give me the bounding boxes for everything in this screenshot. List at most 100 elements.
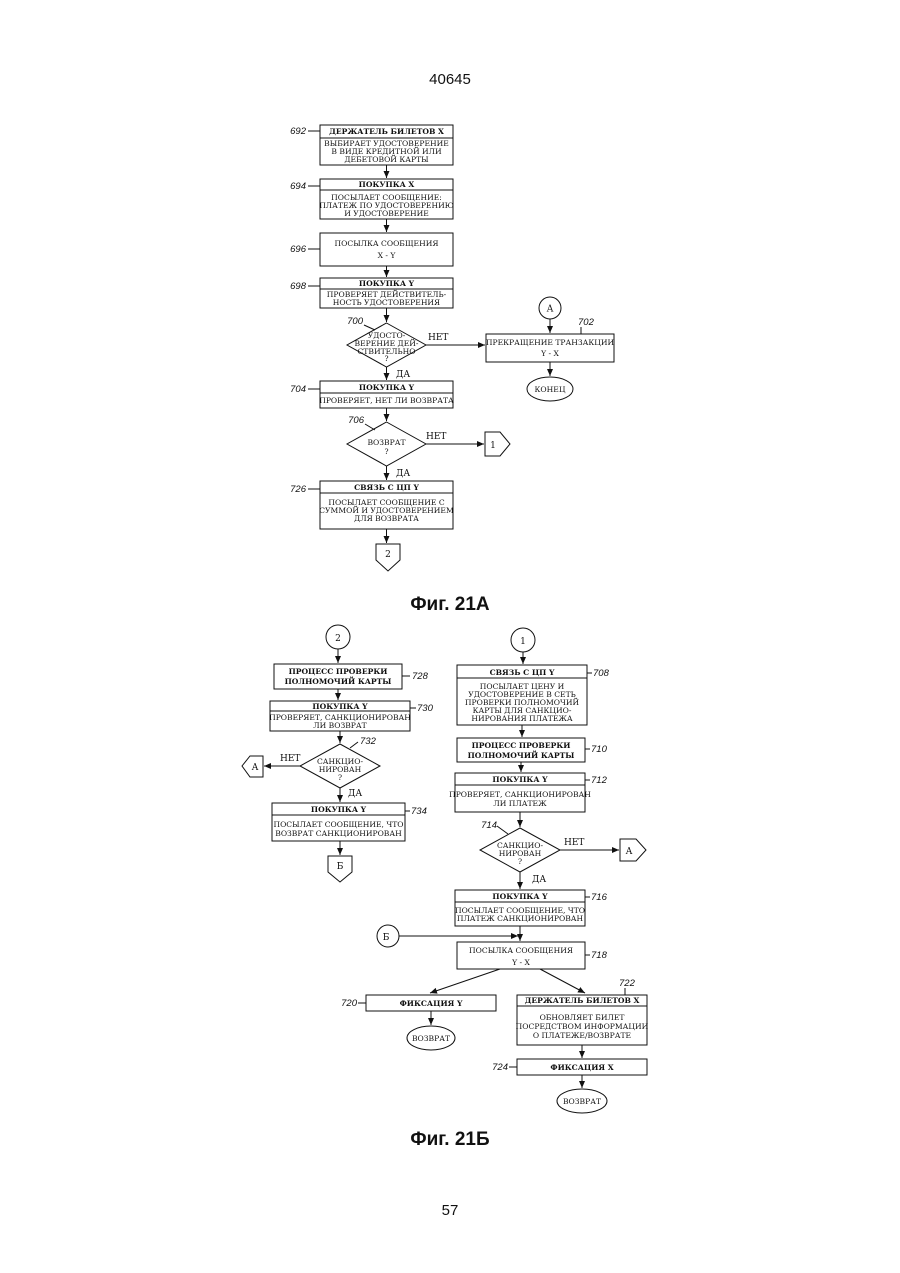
box-line: X - Y xyxy=(378,251,397,260)
box-line: Y - X xyxy=(540,349,559,358)
terminator-label: ВОЗВРАТ xyxy=(412,1034,450,1043)
decision-700: УДОСТО- ВЕРЕНИЕ ДЕЙ- СТВИТЕЛЬНО ? 700 xyxy=(347,316,426,367)
process-box-734: ПОКУПКА Y ПОСЫЛАЕТ СООБЩЕНИЕ, ЧТО ВОЗВРА… xyxy=(272,803,427,841)
box-header: ПОКУПКА Y xyxy=(492,892,548,901)
ref-number: 712 xyxy=(591,775,608,786)
fig-21a: ДЕРЖАТЕЛЬ БИЛЕТОВ X ВЫБИРАЕТ УДОСТОВЕРЕН… xyxy=(290,125,614,571)
process-box-698: ПОКУПКА Y ПРОВЕРЯЕТ ДЕЙСТВИТЕЛЬ- НОСТЬ У… xyxy=(290,278,453,308)
connector-1-start: 1 xyxy=(511,628,535,652)
return-terminator-right: ВОЗВРАТ xyxy=(557,1089,607,1113)
connector-label: 1 xyxy=(520,637,526,647)
box-line: НОСТЬ УДОСТОВЕРЕНИЯ xyxy=(333,298,440,307)
box-line: ФИКСАЦИЯ X xyxy=(550,1063,613,1072)
ref-number: 730 xyxy=(417,703,434,714)
yes-label: ДА xyxy=(532,875,546,885)
box-header: ПОКУПКА X xyxy=(359,180,415,189)
ref-number: 722 xyxy=(619,978,636,989)
box-line: ПРОВЕРЯЕТ, САНКЦИОНИРОВАН xyxy=(449,790,591,799)
box-line: ПОСРЕДСТВОМ ИНФОРМАЦИИ xyxy=(516,1022,649,1031)
ref-number: 728 xyxy=(412,671,429,682)
connector-label: 1 xyxy=(490,441,496,451)
end-terminator: КОНЕЦ xyxy=(527,377,573,401)
ref-number: 714 xyxy=(481,820,497,831)
yes-label: ДА xyxy=(396,370,410,380)
ref-number: 710 xyxy=(591,744,608,755)
box-line: ВОЗВРАТ САНКЦИОНИРОВАН xyxy=(275,829,402,838)
ref-number: 716 xyxy=(591,892,608,903)
box-line: ПРОВЕРЯЕТ, НЕТ ЛИ ВОЗВРАТА xyxy=(319,396,454,405)
ref-number: 720 xyxy=(341,998,358,1009)
process-box-696: ПОСЫЛКА СООБЩЕНИЯ X - Y 696 xyxy=(290,233,453,266)
process-box-726: СВЯЗЬ С ЦП Y ПОСЫЛАЕТ СООБЩЕНИЕ С СУММОЙ… xyxy=(290,481,454,529)
no-label: НЕТ xyxy=(280,754,300,764)
box-line: ПЛАТЕЖ САНКЦИОНИРОВАН xyxy=(457,914,584,923)
box-header: ДЕРЖАТЕЛЬ БИЛЕТОВ X xyxy=(525,996,640,1005)
process-box-708: СВЯЗЬ С ЦП Y ПОСЫЛАЕТ ЦЕНУ И УДОСТОВЕРЕН… xyxy=(457,665,610,725)
box-header: ПОКУПКА Y xyxy=(359,383,415,392)
box-line: ПОСЫЛКА СООБЩЕНИЯ xyxy=(469,946,573,955)
connector-label: А xyxy=(547,305,554,315)
return-terminator-left: ВОЗВРАТ xyxy=(407,1026,455,1050)
box-header: СВЯЗЬ С ЦП Y xyxy=(490,668,555,677)
box-line: ПОЛНОМОЧИЙ КАРТЫ xyxy=(285,676,392,686)
connector-a-offpage-right: А xyxy=(620,839,646,861)
process-box-710: ПРОЦЕСС ПРОВЕРКИ ПОЛНОМОЧИЙ КАРТЫ 710 xyxy=(457,738,608,762)
box-header: ПОКУПКА Y xyxy=(492,775,548,784)
connector-label: 2 xyxy=(385,550,391,560)
process-box-720: ФИКСАЦИЯ Y 720 xyxy=(341,995,496,1011)
ref-number: 718 xyxy=(591,950,608,961)
ref-number: 692 xyxy=(290,126,307,137)
box-line: ДЕБЕТОВОЙ КАРТЫ xyxy=(344,155,429,164)
ref-number: 698 xyxy=(290,281,307,292)
ref-number: 700 xyxy=(347,316,364,327)
connector-2-offpage: 2 xyxy=(376,544,400,571)
decision-line: ВОЗВРАТ xyxy=(367,438,405,447)
process-box-716: ПОКУПКА Y ПОСЫЛАЕТ СООБЩЕНИЕ, ЧТО ПЛАТЕЖ… xyxy=(455,890,608,926)
no-label: НЕТ xyxy=(426,432,446,442)
terminator-label: ВОЗВРАТ xyxy=(563,1097,601,1106)
yes-label: ДА xyxy=(348,789,362,799)
process-box-718: ПОСЫЛКА СООБЩЕНИЯ Y - X 718 xyxy=(457,942,608,969)
connector-2-start: 2 xyxy=(326,625,350,649)
terminator-label: КОНЕЦ xyxy=(535,385,566,394)
connector-a: А xyxy=(539,297,561,319)
box-line: ФИКСАЦИЯ Y xyxy=(400,999,463,1008)
no-label: НЕТ xyxy=(428,333,448,343)
page-number: 57 xyxy=(0,1202,900,1219)
connector-label: Б xyxy=(383,933,390,943)
ref-number: 708 xyxy=(593,668,610,679)
box-line: ДЛЯ ВОЗВРАТА xyxy=(354,514,419,523)
box-line: ПРЕКРАЩЕНИЕ ТРАНЗАКЦИИ xyxy=(486,338,615,347)
box-line: ПОСЫЛАЕТ СООБЩЕНИЕ, ЧТО xyxy=(273,820,403,829)
process-box-724: ФИКСАЦИЯ X 724 xyxy=(492,1059,647,1075)
box-line: ПОЛНОМОЧИЙ КАРТЫ xyxy=(468,750,575,760)
process-box-712: ПОКУПКА Y ПРОВЕРЯЕТ, САНКЦИОНИРОВАН ЛИ П… xyxy=(449,773,607,812)
decision-line: ? xyxy=(518,857,522,866)
box-line: ПРОЦЕСС ПРОВЕРКИ xyxy=(289,667,388,676)
process-box-730: ПОКУПКА Y ПРОВЕРЯЕТ, САНКЦИОНИРОВАН ЛИ В… xyxy=(269,701,433,731)
box-header: ДЕРЖАТЕЛЬ БИЛЕТОВ X xyxy=(329,127,444,136)
decision-706: ВОЗВРАТ ? 706 xyxy=(347,415,426,466)
box-line: И УДОСТОВЕРЕНИЕ xyxy=(344,209,429,218)
figure-caption-21b: Фиг. 21Б xyxy=(0,1129,900,1151)
connector-a-offpage-left: А xyxy=(242,756,263,777)
box-line: Y - X xyxy=(511,958,530,967)
box-header: ПОКУПКА Y xyxy=(359,279,415,288)
connector-b-start: Б xyxy=(377,925,399,947)
decision-732: САНКЦИО- НИРОВАН ? 732 xyxy=(300,736,380,788)
box-header: СВЯЗЬ С ЦП Y xyxy=(354,483,419,492)
ref-number: 726 xyxy=(290,484,307,495)
process-box-694: ПОКУПКА X ПОСЫЛАЕТ СООБЩЕНИЕ: ПЛАТЕЖ ПО … xyxy=(290,179,454,219)
process-box-692: ДЕРЖАТЕЛЬ БИЛЕТОВ X ВЫБИРАЕТ УДОСТОВЕРЕН… xyxy=(290,125,453,165)
connector-label: А xyxy=(626,847,633,857)
box-header: ПОКУПКА Y xyxy=(312,702,368,711)
box-line: ЛИ ВОЗВРАТ xyxy=(313,721,366,730)
process-box-728: ПРОЦЕСС ПРОВЕРКИ ПОЛНОМОЧИЙ КАРТЫ 728 xyxy=(274,664,429,689)
process-box-722: ДЕРЖАТЕЛЬ БИЛЕТОВ X ОБНОВЛЯЕТ БИЛЕТ ПОСР… xyxy=(516,978,649,1045)
ref-number: 704 xyxy=(290,384,306,395)
box-line: ПРОЦЕСС ПРОВЕРКИ xyxy=(472,741,571,750)
ref-number: 734 xyxy=(411,806,427,817)
connector-1-offpage: 1 xyxy=(485,432,510,456)
connector-b-offpage: Б xyxy=(328,856,352,882)
